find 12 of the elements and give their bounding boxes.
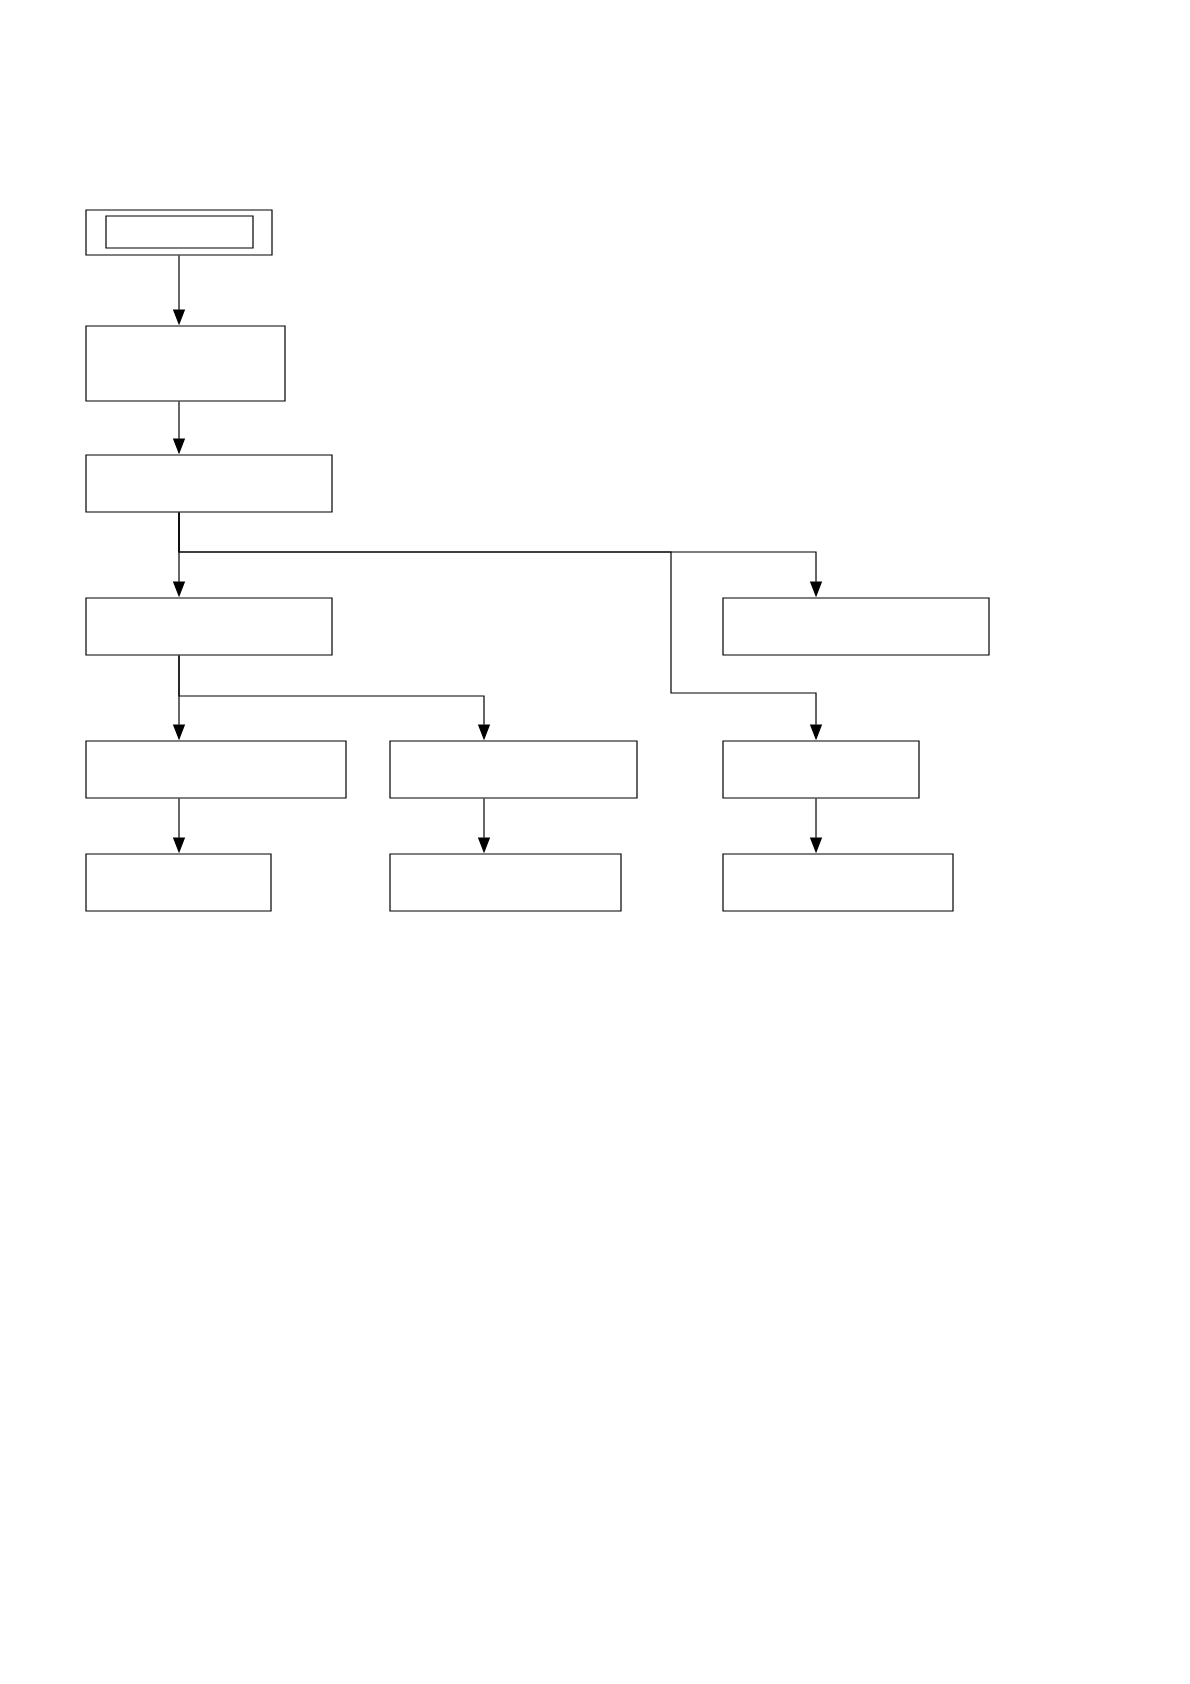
process-box: [85, 454, 333, 513]
process-box: [85, 740, 347, 799]
process-box: [722, 853, 954, 912]
process-box: [85, 325, 286, 402]
process-box: [85, 597, 333, 656]
process-box: [722, 597, 990, 656]
process-box: [85, 209, 273, 256]
process-box: [722, 740, 920, 799]
inner-box: [105, 215, 254, 249]
process-box: [85, 853, 272, 912]
process-box: [389, 853, 622, 912]
process-box: [389, 740, 638, 799]
